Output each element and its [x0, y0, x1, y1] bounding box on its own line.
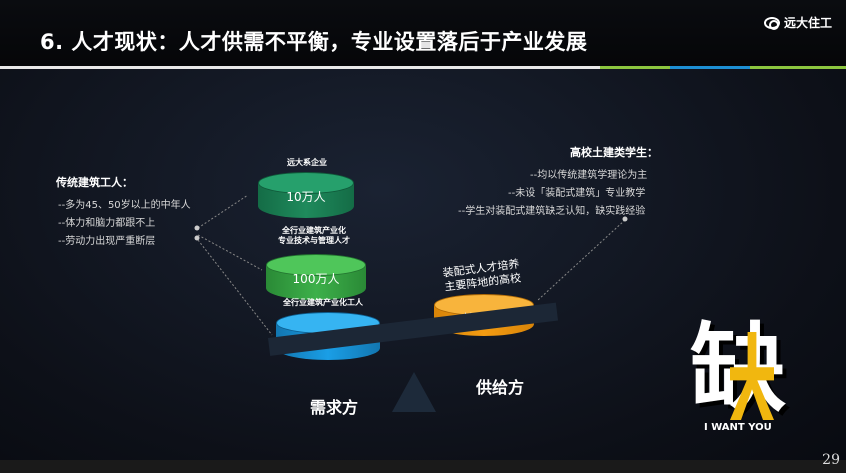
cylinder-top [266, 254, 366, 276]
cylinder-top [258, 172, 354, 194]
title-divider-green-2 [750, 66, 846, 69]
title-bar: 6. 人才现状：人才供需不平衡，专业设置落后于产业发展 远大住工 [0, 0, 846, 66]
right-bullet: --学生对装配式建筑缺乏认知，缺实践经验 [458, 206, 646, 217]
logo-text: 远大住工 [783, 16, 832, 30]
left-bullet: --多为45、50岁以上的中年人 [58, 200, 191, 211]
right-bullet: --均以传统建筑学理论为主 [530, 170, 648, 181]
connector-dot [194, 225, 200, 231]
title-divider-green [600, 66, 670, 69]
demand-cylinder-professionals: 100万人 [266, 254, 366, 300]
connector-dot [622, 216, 628, 222]
logo-icon [763, 16, 780, 30]
left-bullet: --劳动力出现严重断层 [58, 236, 156, 247]
cylinder-value: 100万人 [292, 272, 340, 286]
left-bullet: --体力和脑力都跟不上 [58, 218, 156, 229]
supply-label: 供给方 [476, 378, 525, 397]
connector-line [197, 239, 273, 336]
left-box-title: 传统建筑工人： [56, 176, 133, 189]
scale-fulcrum [392, 372, 436, 412]
bottom-bar [0, 460, 846, 473]
cylinder-caption: 全行业建筑产业化工人 [283, 298, 363, 307]
title-divider-white [0, 66, 600, 69]
connector-line [197, 234, 263, 271]
demand-cylinder-enterprise: 10万人 [258, 172, 354, 218]
company-logo: 远大住工 [763, 14, 832, 31]
right-box-title: 高校土建类学生： [570, 146, 658, 159]
cylinder-caption: 全行业建筑产业化 专业技术与管理人才 [278, 226, 350, 246]
right-bullet: --未设「装配式建筑」专业教学 [508, 188, 646, 199]
title-divider-blue [670, 66, 750, 69]
page-title: 6. 人才现状：人才供需不平衡，专业设置落后于产业发展 [40, 30, 588, 54]
connector-dot [194, 235, 200, 241]
cylinder-value: 10万人 [286, 190, 326, 204]
connector-line [537, 219, 626, 301]
connector-line [197, 194, 249, 229]
page-number: 29 [822, 452, 840, 468]
demand-label: 需求方 [310, 398, 359, 417]
cylinder-caption: 远大系企业 [287, 158, 327, 167]
badge-subtitle: I WANT YOU [704, 422, 772, 433]
lack-character-badge: 缺 [686, 314, 790, 424]
